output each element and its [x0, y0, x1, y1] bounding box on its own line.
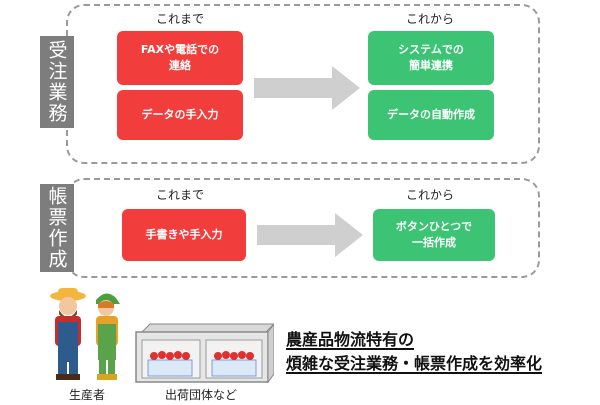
before-title: これまで: [155, 12, 204, 26]
after-title: これから: [405, 12, 454, 26]
after-box-auto-create: データの自動作成: [368, 90, 494, 140]
after-box-system-link: システムでの 簡単連携: [368, 31, 494, 85]
arrow-right-icon: [257, 213, 363, 257]
section-tab-forms: 帳票作成: [40, 184, 74, 272]
headline-line1: 農産品物流特有の: [286, 330, 415, 349]
headline-line2: 煩雑な受注業務・帳票作成を効率化: [286, 354, 543, 373]
arrow-right-icon: [254, 66, 360, 110]
headline: 農産品物流特有の 煩雑な受注業務・帳票作成を効率化: [286, 328, 586, 376]
after-box-one-button: ボタンひとつで 一括作成: [373, 209, 495, 261]
before-box-handwritten: 手書きや手入力: [122, 209, 246, 261]
before-title: これまで: [155, 188, 204, 202]
after-title: これから: [405, 188, 454, 202]
producer-label: 生産者: [68, 388, 105, 402]
farmers-illustration: [50, 288, 120, 380]
before-box-fax-phone: FAXや電話での 連絡: [117, 31, 243, 85]
section-tab-ordering: 受注業務: [40, 36, 74, 128]
warehouse-illustration: [135, 323, 274, 384]
shipper-label: 出荷団体など: [164, 388, 237, 402]
before-box-manual-entry: データの手入力: [117, 90, 243, 140]
